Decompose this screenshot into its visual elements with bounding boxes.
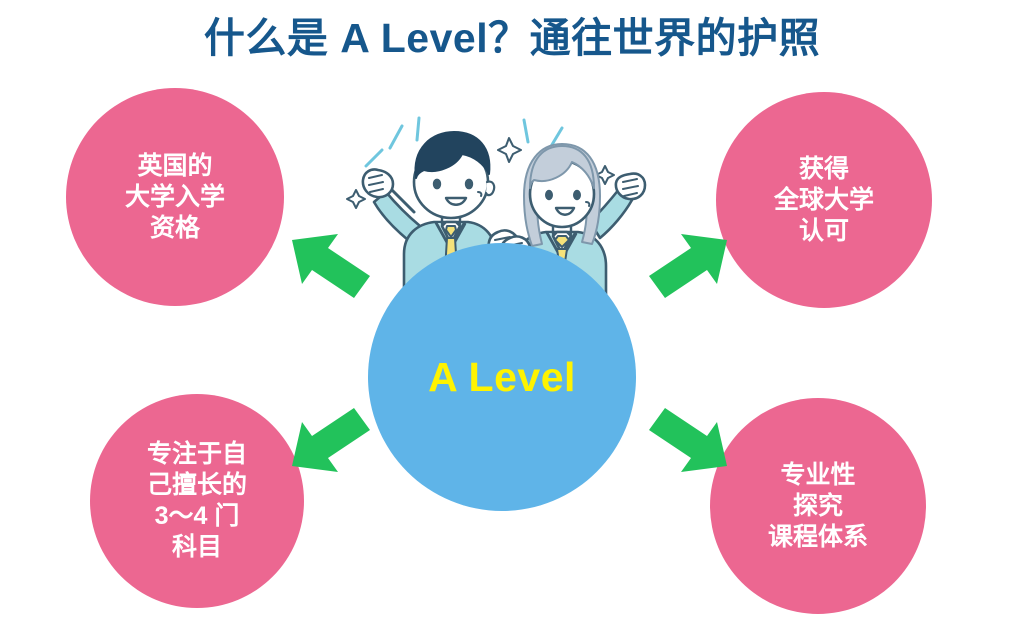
arrow-northwest-icon — [288, 228, 374, 306]
arrow-southwest-icon — [288, 400, 374, 478]
node-bottom-left[interactable]: 专注于自 己擅长的 3〜4 门 科目 — [90, 394, 304, 608]
node-bottom-right[interactable]: 专业性 探究 课程体系 — [710, 398, 926, 614]
arrow-northeast-icon — [645, 228, 731, 306]
node-label-line: 己擅长的 — [146, 471, 247, 499]
node-label-line: 认可 — [798, 216, 849, 245]
node-label-line: 3〜4 门 — [154, 502, 240, 530]
node-label-line: 科目 — [171, 533, 222, 561]
node-top-right[interactable]: 获得 全球大学 认可 — [716, 92, 932, 308]
node-label-line: 英国的 — [137, 151, 213, 180]
node-label-line: 大学入学 — [124, 182, 225, 211]
arrow-southeast-icon — [645, 400, 731, 478]
center-node-a-level[interactable]: A Level — [368, 243, 636, 511]
node-label-line: 专业性 — [780, 460, 856, 489]
node-label-line: 获得 — [798, 154, 849, 183]
center-node-label: A Level — [428, 353, 576, 400]
node-label-line: 全球大学 — [773, 185, 874, 214]
page-title: 什么是 A Level？通往世界的护照 — [203, 15, 821, 61]
node-label-line: 专注于自 — [146, 440, 247, 468]
node-label-line: 课程体系 — [767, 522, 868, 551]
node-top-left[interactable]: 英国的 大学入学 资格 — [66, 88, 284, 306]
node-label-line: 探究 — [792, 491, 843, 520]
node-label-line: 资格 — [149, 213, 200, 242]
